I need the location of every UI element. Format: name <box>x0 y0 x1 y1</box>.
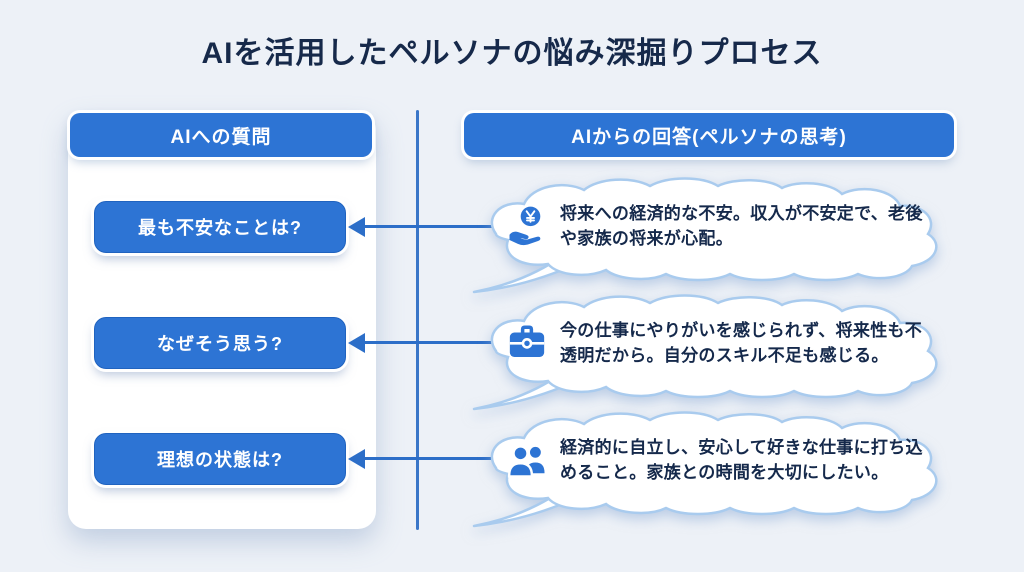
question-label: 理想の状態は? <box>157 450 283 470</box>
question-button-3[interactable]: 理想の状態は? <box>94 433 346 485</box>
thought-cloud-shape <box>472 411 938 528</box>
divider-line <box>416 110 419 530</box>
answer-bubble-3: 経済的に自立し、安心して好きな仕事に打ち込めること。家族との時間を大切にしたい。 <box>460 410 962 528</box>
answer-bubble-2: 今の仕事にやりがいを感じられず、将来性も不透明だから。自分のスキル不足も感じる。 <box>460 293 962 411</box>
answer-text: 経済的に自立し、安心して好きな仕事に打ち込めること。家族との時間を大切にしたい。 <box>560 437 923 483</box>
page-title: AIを活用したペルソナの悩み深掘りプロセス <box>201 37 823 70</box>
arrow-left-icon <box>348 449 505 469</box>
people-icon <box>506 439 548 481</box>
briefcase-icon <box>506 322 548 364</box>
thought-cloud-shape <box>472 177 938 294</box>
answers-header-label: AIからの回答(ペルソナの思考) <box>571 126 847 148</box>
question-button-2[interactable]: なぜそう思う? <box>94 317 346 369</box>
arrow-left-icon <box>348 333 505 353</box>
answer-bubble-1: 将来への経済的な不安。収入が不安定で、老後や家族の将来が心配。 <box>460 176 962 294</box>
question-button-1[interactable]: 最も不安なことは? <box>94 201 346 253</box>
questions-header-label: AIへの質問 <box>170 126 272 148</box>
answers-panel-header: AIからの回答(ペルソナの思考) <box>464 113 954 157</box>
answer-text: 今の仕事にやりがいを感じられず、将来性も不透明だから。自分のスキル不足も感じる。 <box>560 320 923 366</box>
questions-panel-header: AIへの質問 <box>70 113 372 157</box>
thought-cloud-shape <box>472 294 938 411</box>
question-label: なぜそう思う? <box>157 334 283 354</box>
question-label: 最も不安なことは? <box>138 218 302 238</box>
yen-hand-icon <box>506 205 548 247</box>
arrow-left-icon <box>348 217 505 237</box>
answer-text: 将来への経済的な不安。収入が不安定で、老後や家族の将来が心配。 <box>560 203 923 249</box>
